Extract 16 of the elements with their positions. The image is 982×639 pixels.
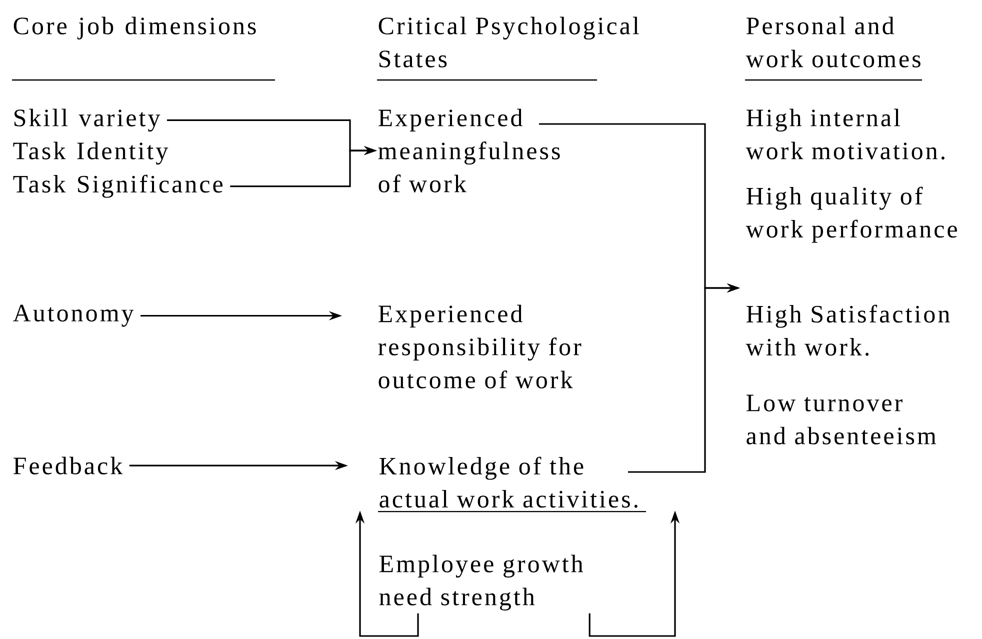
factor-text: Skill variety	[14, 108, 160, 132]
factor-text: Experienced meaningfulness of work	[378, 108, 560, 192]
factor-text: Experienced responsibility for outcome of work	[378, 304, 582, 388]
factor-text: Knowledge of the actual work activities.	[380, 456, 638, 508]
column-heading: Core job dimensions	[14, 16, 256, 40]
factor-text: High Satisfaction with work.	[746, 304, 950, 356]
factor-text: High quality of work performance	[746, 186, 957, 243]
factor-text: Task Significance	[13, 174, 222, 198]
factor-text: High internal work motivation.	[746, 108, 944, 160]
column-heading: Critical Psychological States	[378, 16, 639, 68]
column-heading: Personal and work outcomes	[746, 16, 920, 68]
factor-text: Feedback	[14, 456, 123, 474]
factor-text: Task Identity	[13, 142, 168, 165]
factor-text: Employee growth need strength	[379, 554, 583, 611]
factor-text: Autonomy	[13, 304, 134, 327]
factor-text: Low turnover and absenteeism	[746, 394, 936, 444]
